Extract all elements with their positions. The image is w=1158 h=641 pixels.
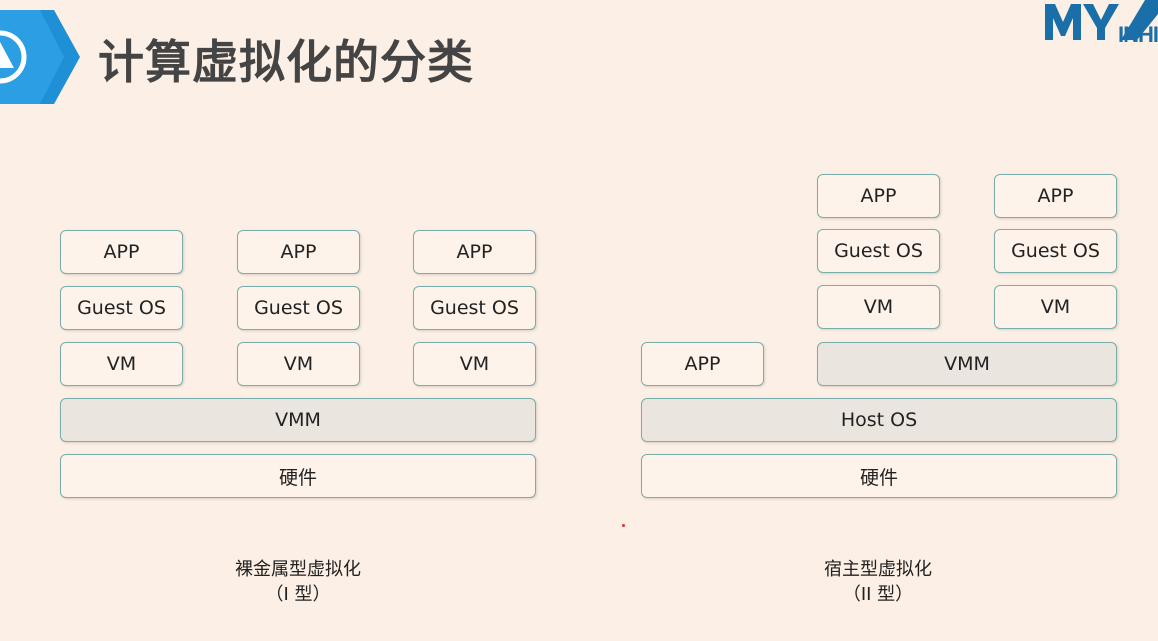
right-guest-os-2: Guest OS <box>994 229 1117 273</box>
right-hardware: 硬件 <box>641 454 1117 498</box>
left-vmm: VMM <box>60 398 536 442</box>
right-caption: 宿主型虚拟化 （II 型） <box>778 557 978 607</box>
left-caption-title: 裸金属型虚拟化 <box>235 559 361 580</box>
left-app-1: APP <box>60 230 183 274</box>
left-caption-type: （I 型） <box>265 584 331 605</box>
left-guest-os-3: Guest OS <box>413 286 536 330</box>
left-guest-os-2: Guest OS <box>237 286 360 330</box>
left-vm-3: VM <box>413 342 536 386</box>
right-app-1: APP <box>817 174 940 218</box>
left-caption: 裸金属型虚拟化 （I 型） <box>198 557 398 607</box>
right-vm-2: VM <box>994 285 1117 329</box>
right-host-app: APP <box>641 342 764 386</box>
brand-logo-text: INHI <box>1118 22 1158 47</box>
cursor-dot <box>622 524 625 527</box>
left-app-2: APP <box>237 230 360 274</box>
left-hardware: 硬件 <box>60 454 536 498</box>
right-guest-os-1: Guest OS <box>817 229 940 273</box>
right-caption-type: （II 型） <box>842 584 914 605</box>
page-title: 计算虚拟化的分类 <box>98 35 474 89</box>
right-vmm: VMM <box>817 342 1117 386</box>
brand-logo-icon <box>1045 0 1158 40</box>
right-caption-title: 宿主型虚拟化 <box>824 559 932 580</box>
left-guest-os-1: Guest OS <box>60 286 183 330</box>
left-app-3: APP <box>413 230 536 274</box>
right-app-2: APP <box>994 174 1117 218</box>
left-vm-2: VM <box>237 342 360 386</box>
title-badge-icon <box>0 10 80 104</box>
right-host-os: Host OS <box>641 398 1117 442</box>
right-vm-1: VM <box>817 285 940 329</box>
left-vm-1: VM <box>60 342 183 386</box>
